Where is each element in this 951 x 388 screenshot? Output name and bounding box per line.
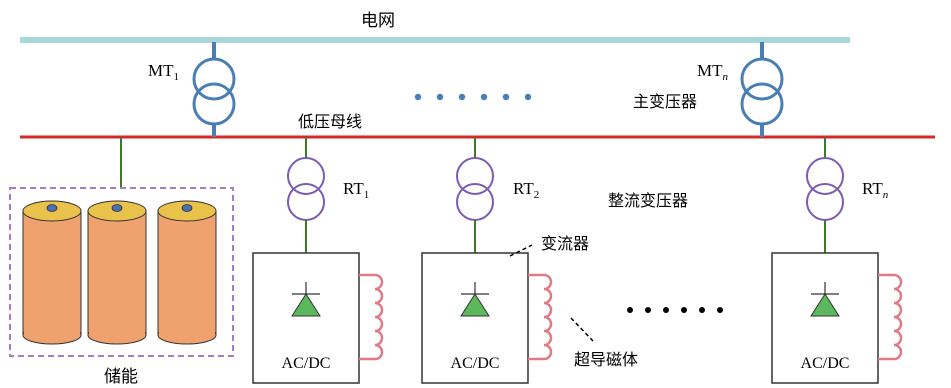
main-transformer-1-label: MT1 [148, 61, 179, 83]
converter-1-label: AC/DC [282, 355, 331, 372]
main-transformer-caption: 主变压器 [633, 92, 697, 111]
rectifier-branch-2 [421, 137, 553, 384]
main-transformer-n-label: MTn [697, 61, 729, 83]
energy-storage-label: 储能 [104, 367, 138, 387]
main-transformer-ellipsis [414, 93, 532, 101]
storage-frame [9, 187, 234, 357]
battery-cell [87, 200, 147, 345]
rectifier-transformer-1-label: RT1 [343, 179, 369, 201]
battery-cell [22, 200, 82, 345]
rectifier-transformer-2-label: RT2 [513, 179, 539, 201]
rectifier-branch-n [771, 137, 903, 384]
magnet-callout-line [570, 317, 594, 342]
converter-ellipsis [627, 307, 723, 313]
main-transformer-n [740, 42, 784, 137]
battery-cell [157, 200, 217, 345]
battery-cells [22, 200, 217, 345]
converter-n-label: AC/DC [801, 355, 850, 372]
converter-2-label: AC/DC [451, 355, 500, 372]
main-transformer-1 [192, 42, 236, 137]
rectifier-transformer-caption: 整流变压器 [608, 191, 688, 210]
low-voltage-bus-label: 低压母线 [298, 112, 362, 131]
superconducting-magnet-caption: 超导磁体 [574, 350, 638, 369]
converter-caption: 变流器 [541, 234, 589, 253]
grid-label: 电网 [361, 11, 395, 31]
rectifier-branch-1 [252, 137, 384, 384]
rectifier-transformer-n-label: RTn [862, 179, 889, 201]
